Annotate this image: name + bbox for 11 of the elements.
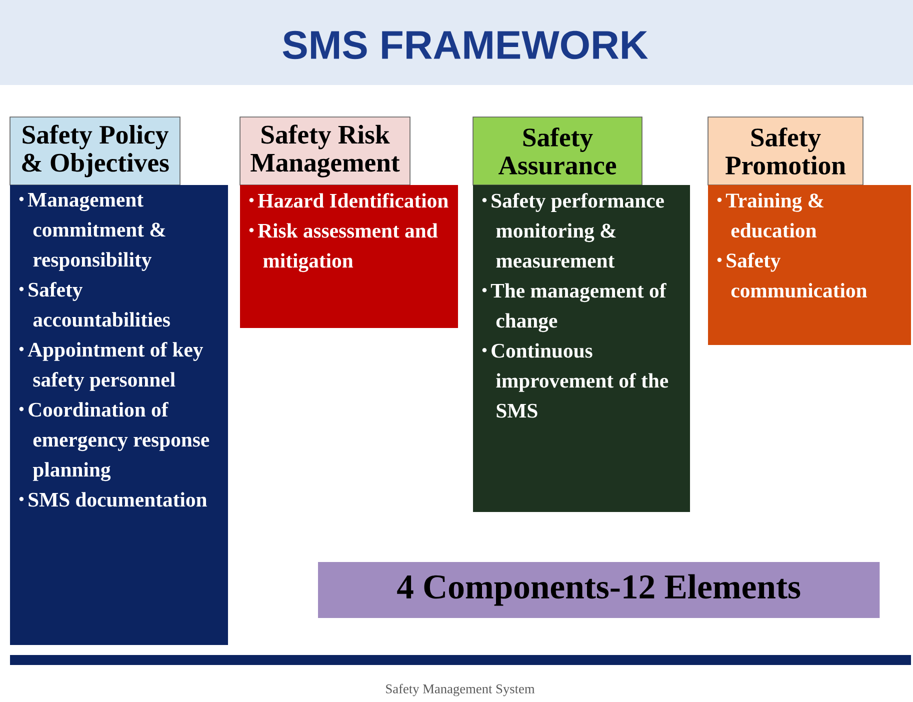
bullet-list-panel: Management commitment & responsibility Safety accountabilities Appointment of key safety personnel Coordination of emergency response planning SMS documentation <box>10 185 228 645</box>
column-header: Safety Assurance <box>472 116 642 186</box>
column-header: Safety Risk Management <box>240 116 410 186</box>
title: SMS FRAMEWORK <box>282 30 648 60</box>
caption: Safety Management System <box>386 684 535 696</box>
column-header: Safety Policy & Objectives <box>10 116 180 186</box>
bullet-list-panel: Hazard Identification Risk assessment and mitigation <box>240 185 458 328</box>
bullet-list-panel: Training & education Safety communication <box>708 185 911 345</box>
bullet-list-panel: Safety performance monitoring & measurement The management of change Continuous improvement of the SMS <box>473 185 690 512</box>
column-header: Safety Promotion <box>708 116 864 186</box>
summary-banner: 4 Components-12 Elements <box>318 562 880 618</box>
